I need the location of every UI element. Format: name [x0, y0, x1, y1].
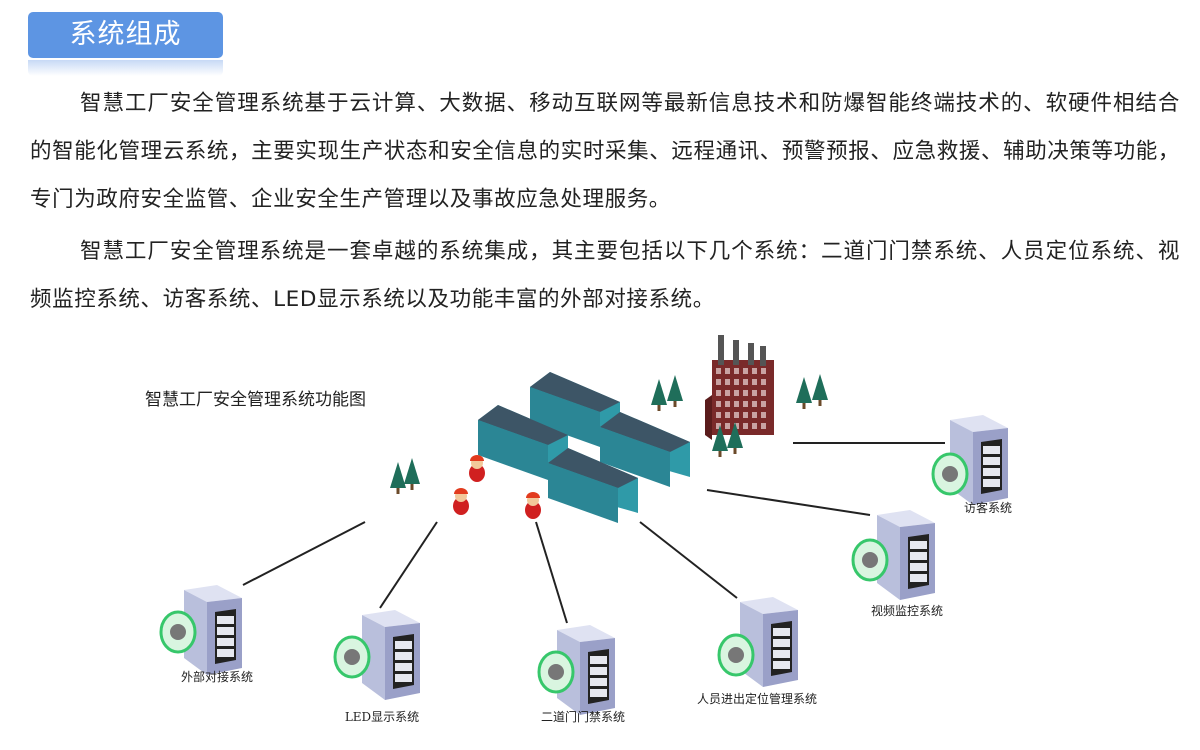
warehouse-icon [478, 405, 568, 480]
server-node[interactable] [537, 625, 615, 715]
badge-reflection [28, 60, 223, 76]
server-node[interactable] [851, 510, 935, 600]
factory-warehouses [478, 372, 690, 523]
warehouse-icon [600, 412, 690, 487]
location-pin-icon [717, 633, 755, 677]
camera-icon [851, 538, 889, 582]
connector-line [535, 521, 568, 624]
server-label: LED显示系统 [344, 710, 420, 724]
tree-icon [812, 374, 828, 406]
server-label: 人员进出定位管理系统 [696, 692, 818, 706]
connection-lines [242, 442, 945, 624]
tree-icon [796, 377, 812, 409]
systems-paragraph: 智慧工厂安全管理系统是一套卓越的系统集成，其主要包括以下几个系统：二道门门禁系统… [30, 239, 1180, 312]
tree-icon [651, 379, 667, 411]
worker-icon [525, 492, 541, 519]
diagram-title: 智慧工厂安全管理系统功能图 [145, 390, 366, 410]
server-label: 访客系统 [963, 501, 1013, 515]
workers [453, 455, 541, 519]
database-icon [159, 610, 197, 654]
warehouse-icon [548, 448, 638, 523]
tree-icon [727, 422, 743, 454]
server-label: 二道门门禁系统 [540, 710, 626, 724]
trees [390, 374, 828, 494]
speaker-icon [931, 452, 969, 496]
section-title-badge: 系统组成 [28, 12, 223, 58]
connector-line [706, 489, 871, 516]
tree-icon [712, 425, 728, 457]
connector-line [639, 521, 738, 599]
server-icon [362, 610, 420, 700]
connector-line [242, 521, 366, 586]
server-node[interactable] [717, 597, 798, 687]
warehouse-icon [530, 372, 620, 447]
server-node[interactable] [333, 610, 420, 700]
server-label: 视频监控系统 [870, 604, 944, 618]
tree-icon [667, 375, 683, 407]
worker-icon [469, 455, 485, 482]
tree-icon [390, 462, 406, 494]
access-gate-icon [537, 650, 575, 694]
led-display-icon [333, 635, 371, 679]
intro-paragraph: 智慧工厂安全管理系统基于云计算、大数据、移动互联网等最新信息技术和防爆智能终端技… [30, 91, 1180, 212]
worker-icon [453, 488, 469, 515]
server-node[interactable] [931, 415, 1008, 505]
tree-icon [404, 458, 420, 490]
server-node[interactable] [159, 585, 242, 675]
server-label: 外部对接系统 [180, 670, 254, 684]
server-icon [877, 510, 935, 600]
server-icon [184, 585, 242, 675]
factory-building-icon [705, 335, 774, 440]
connector-line [379, 521, 438, 609]
